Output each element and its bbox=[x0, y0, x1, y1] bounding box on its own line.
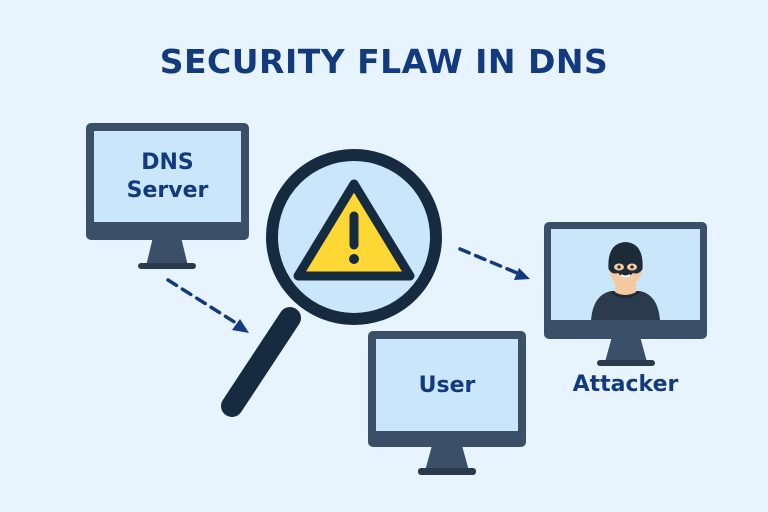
dns-server-screen: DNS Server bbox=[94, 131, 241, 222]
attacker-monitor bbox=[544, 222, 707, 366]
masked-attacker-icon bbox=[591, 242, 660, 320]
dns-server-monitor: DNS Server bbox=[86, 123, 249, 269]
attacker-label: Attacker bbox=[572, 372, 679, 397]
user-screen: User bbox=[376, 339, 518, 431]
warning-triangle-icon bbox=[293, 179, 415, 281]
diagram-title: SECURITY FLAW IN DNS bbox=[159, 42, 609, 81]
dns-server-label-line1: DNS bbox=[141, 149, 194, 175]
magnifying-glass-with-warning-icon bbox=[221, 149, 442, 417]
user-monitor: User bbox=[368, 331, 526, 475]
user-label: User bbox=[418, 372, 476, 398]
magnifier-handle bbox=[221, 307, 301, 417]
attacker-screen bbox=[551, 229, 700, 320]
arrow-dns-to-magnifier bbox=[166, 278, 249, 333]
arrow-magnifier-to-attacker bbox=[458, 247, 530, 280]
dns-server-label-line2: Server bbox=[126, 177, 209, 203]
